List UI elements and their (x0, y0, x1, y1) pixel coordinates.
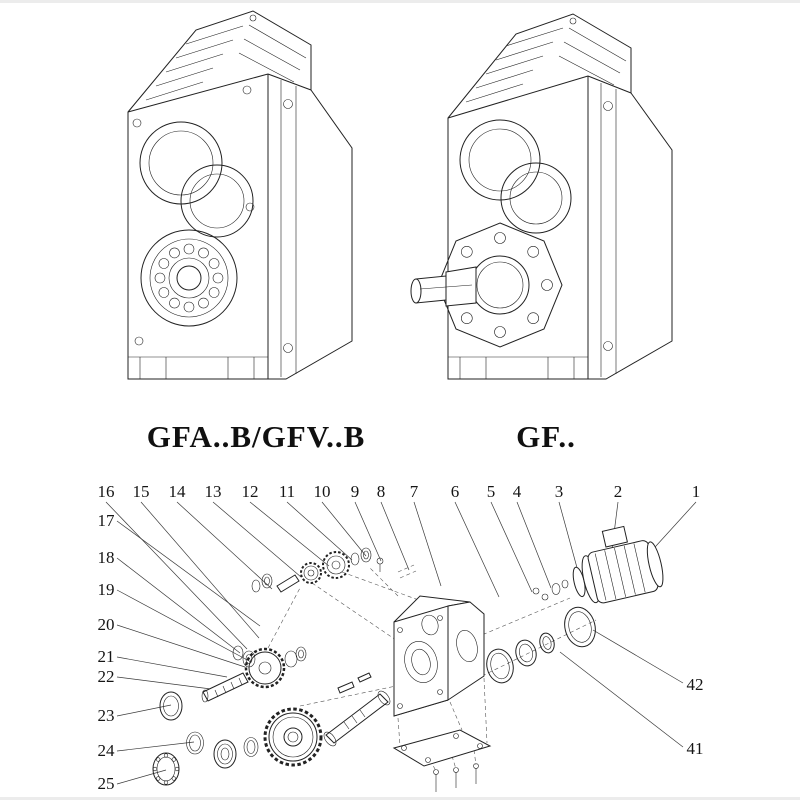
part-callout-14: 14 (169, 482, 187, 501)
part-callout-11: 11 (279, 482, 295, 501)
part-callout-21: 21 (98, 647, 115, 666)
part-callout-23: 23 (98, 706, 115, 725)
base-gasket (392, 729, 492, 792)
part-callout-1: 1 (692, 482, 701, 501)
part-callout-2: 2 (614, 482, 623, 501)
assembly-axis-lines (267, 564, 597, 772)
part-callout-3: 3 (555, 482, 564, 501)
part-callout-41: 41 (687, 739, 704, 758)
part-callout-5: 5 (487, 482, 496, 501)
part-callout-7: 7 (410, 482, 419, 501)
callouts-top: 16 15 14 13 12 11 10 9 8 7 6 5 4 3 2 1 (98, 482, 701, 501)
part-callout-19: 19 (98, 580, 115, 599)
top-edge (0, 0, 800, 3)
part-callout-16: 16 (98, 482, 115, 501)
exploded-view: 16 15 14 13 12 11 10 9 8 7 6 5 4 3 2 1 1… (98, 482, 704, 793)
input-shaft-parts (251, 547, 384, 593)
part-callout-18: 18 (98, 548, 115, 567)
bearing-balls (154, 243, 224, 313)
leader-lines (105, 501, 697, 785)
intermediate-gear-parts (159, 645, 307, 755)
part-callout-22: 22 (98, 667, 115, 686)
part-callout-24: 24 (98, 741, 116, 760)
output-shaft-parts (152, 672, 391, 786)
part-callout-4: 4 (513, 482, 522, 501)
part-callout-15: 15 (133, 482, 150, 501)
gear-housing (393, 595, 485, 717)
part-callout-9: 9 (351, 482, 360, 501)
callouts-right: 42 41 (687, 675, 704, 758)
part-callout-42: 42 (687, 675, 704, 694)
part-callout-25: 25 (98, 774, 115, 793)
flange-rings (486, 606, 596, 684)
part-callout-8: 8 (377, 482, 386, 501)
gearbox-isometric-drawing-gfab (127, 10, 353, 380)
part-callout-17: 17 (98, 511, 116, 530)
part-callout-20: 20 (98, 615, 115, 634)
part-callout-12: 12 (242, 482, 259, 501)
model-label-gfab: GFA..B/GFV..B (147, 419, 366, 454)
callouts-left: 17 18 19 20 21 22 23 24 25 (98, 511, 116, 793)
part-callout-10: 10 (314, 482, 331, 501)
motor-assembly (572, 525, 664, 604)
bottom-edge (0, 797, 800, 800)
part-callout-13: 13 (205, 482, 222, 501)
gearbox-isometric-drawing-gf (410, 13, 673, 380)
part-callout-6: 6 (451, 482, 460, 501)
motor-flange-fasteners (532, 579, 569, 601)
model-label-gf: GF.. (516, 419, 576, 454)
